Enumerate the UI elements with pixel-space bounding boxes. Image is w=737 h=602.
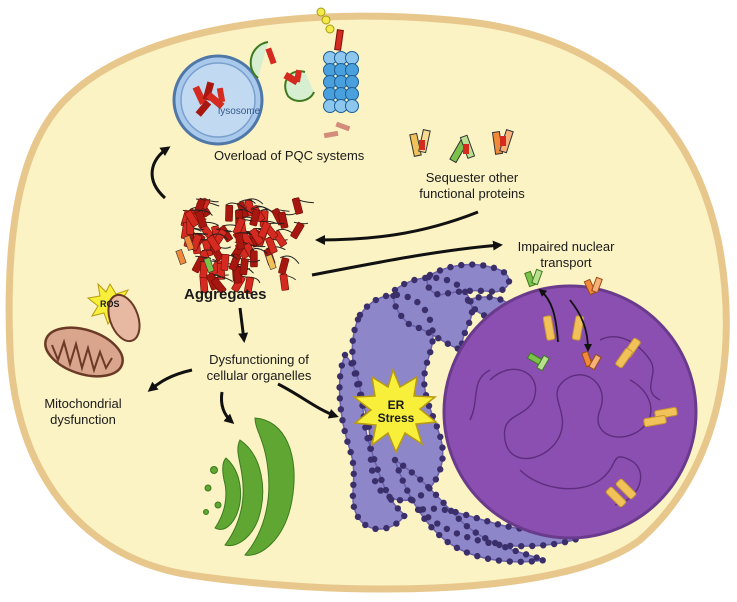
arrow-to-dysfunction bbox=[238, 307, 249, 343]
dysfunction-label-2: cellular organelles bbox=[206, 368, 312, 383]
dysfunction-label-1: Dysfunctioning of bbox=[209, 352, 309, 367]
er-stress-label-2: Stress bbox=[377, 411, 415, 425]
ros-target-mitochondrion bbox=[107, 293, 141, 343]
import-arrow bbox=[569, 299, 592, 352]
er-stress-star bbox=[351, 367, 438, 454]
sequester-label-2: functional proteins bbox=[419, 186, 525, 201]
ros-label: ROS bbox=[100, 299, 120, 309]
nuclear-transport-label-2: transport bbox=[540, 255, 592, 270]
export-arrow bbox=[538, 288, 559, 343]
lysosome-label: lysosome bbox=[218, 106, 261, 117]
mitochondrion bbox=[44, 326, 124, 378]
arrow-to-er bbox=[277, 382, 339, 419]
nuclear-transport-proteins bbox=[524, 268, 603, 372]
mito-label-1: Mitochondrial bbox=[44, 396, 122, 411]
golgi-apparatus bbox=[203, 417, 295, 556]
aggregates-label: Aggregates bbox=[184, 286, 267, 303]
functional-proteins bbox=[409, 128, 514, 164]
arrow-sequester bbox=[315, 210, 479, 245]
mito-label-2: dysfunction bbox=[50, 412, 116, 427]
nuclear-pores bbox=[542, 315, 678, 508]
arrow-to-pqc bbox=[150, 146, 171, 200]
sequester-label-1: Sequester other bbox=[425, 170, 519, 185]
protein-aggregates bbox=[175, 197, 314, 294]
lysosome bbox=[172, 54, 264, 146]
arrow-to-golgi bbox=[220, 391, 235, 424]
er-stress-label-1: ER bbox=[387, 398, 405, 412]
degraded-peptides bbox=[323, 121, 351, 139]
arrow-nuclear-transport bbox=[311, 240, 503, 277]
nuclear-transport-label-1: Impaired nuclear bbox=[517, 239, 615, 254]
ubiquitin-chain bbox=[316, 7, 335, 34]
autophagosome-cargo bbox=[265, 47, 302, 86]
proteasome-substrate bbox=[334, 29, 344, 51]
autophagosome bbox=[249, 41, 269, 79]
chromatin bbox=[469, 336, 661, 506]
endoplasmic-reticulum bbox=[338, 263, 583, 563]
arrow-to-mito bbox=[147, 368, 193, 392]
proteasome bbox=[323, 51, 359, 113]
overload-label: Overload of PQC systems bbox=[214, 148, 365, 163]
